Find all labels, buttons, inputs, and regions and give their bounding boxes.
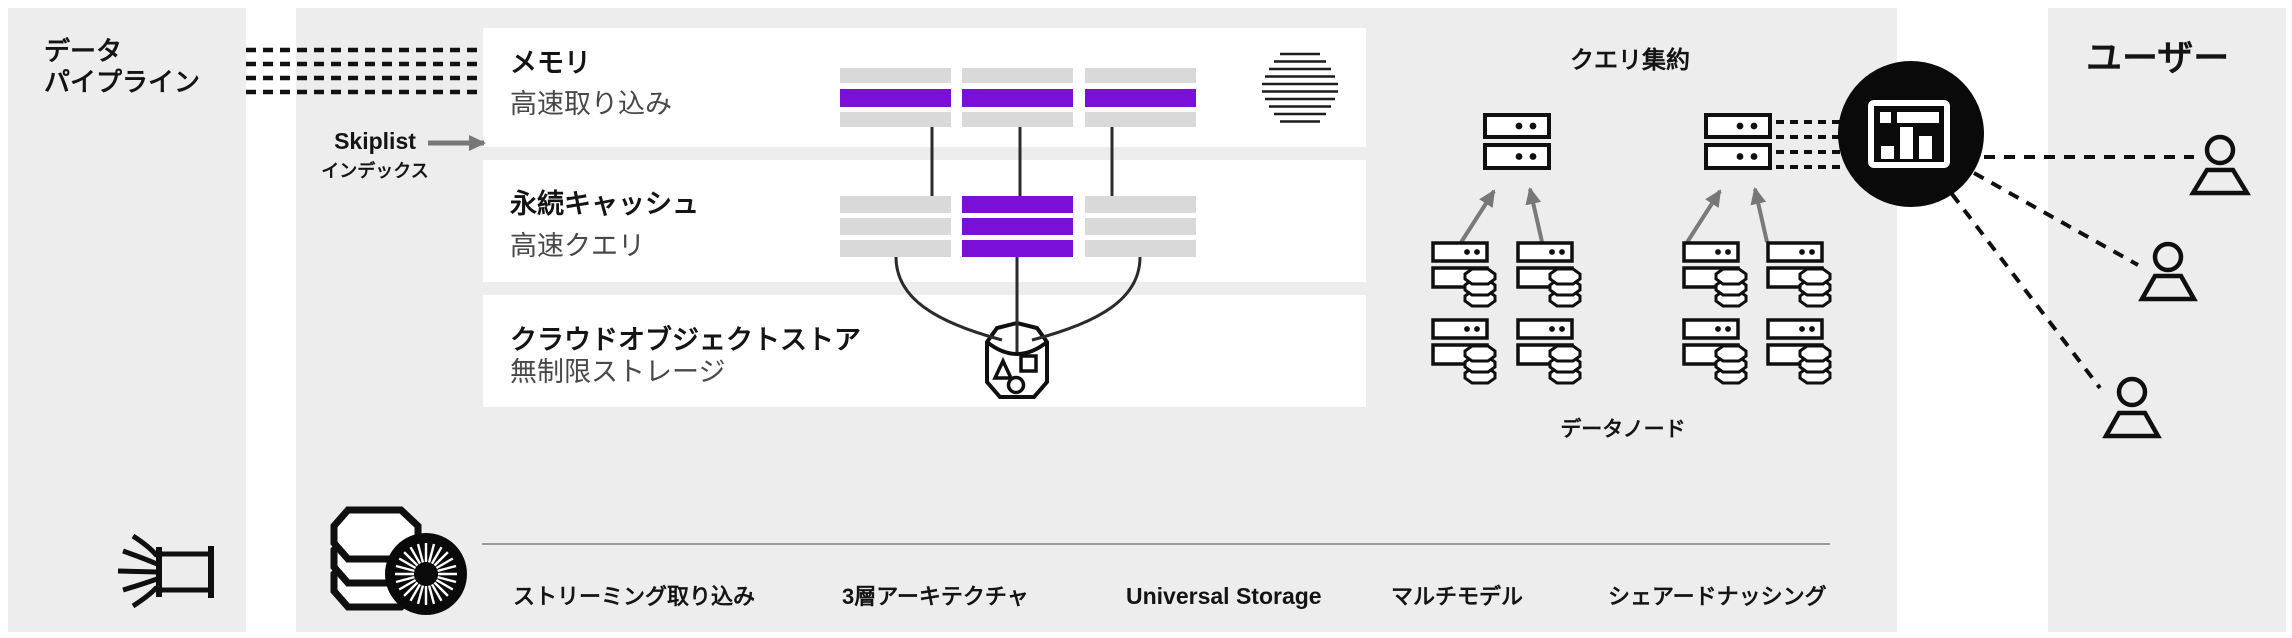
stream-fan-icon <box>117 533 214 609</box>
object-store-tier-card <box>483 295 1366 407</box>
cache-bar-groups <box>840 196 1196 257</box>
striped-hexagon-icon <box>1262 52 1338 123</box>
user-icon <box>2188 134 2252 196</box>
skiplist-label-line1: Skiplist <box>334 128 416 154</box>
data-node-grid <box>1431 241 1832 385</box>
feature-three-tier: 3層アーキテクチャ <box>842 584 1029 609</box>
user-icons <box>2102 134 2252 439</box>
dashboard-circle-icon <box>1838 61 1984 207</box>
memory-bar-groups <box>840 68 1196 127</box>
feature-universal-storage: Universal Storage <box>1126 583 1322 609</box>
database-turbine-logo <box>330 506 467 615</box>
feature-multi-model: マルチモデル <box>1391 584 1524 609</box>
memory-tier-title: メモリ <box>510 48 591 78</box>
funnel-curves <box>894 256 1142 352</box>
pipeline-dashed-lines <box>246 47 481 95</box>
pipeline-label-line1: データ <box>44 36 123 66</box>
query-aggregator-right <box>1704 113 1772 170</box>
user-icon <box>2138 241 2198 302</box>
skiplist-label-line2: インデックス <box>321 161 429 181</box>
users-panel <box>2048 8 2286 632</box>
user-icon <box>2102 376 2162 439</box>
data-nodes-label: データノード <box>1560 418 1686 441</box>
pipeline-label-line2: パイプライン <box>44 67 201 97</box>
feature-streaming-ingest: ストリーミング取り込み <box>513 584 756 609</box>
cache-tier-title: 永続キャッシュ <box>510 189 699 219</box>
tier-connector-lines <box>930 127 1114 196</box>
dashboard-user-links <box>1950 155 2194 390</box>
cache-tier-subtitle: 高速クエリ <box>510 231 645 261</box>
feature-shared-nothing: シェアードナッシング <box>1608 584 1827 609</box>
pipeline-panel <box>8 8 246 632</box>
memory-tier-subtitle: 高速取り込み <box>510 89 672 119</box>
query-aggregator-left <box>1483 113 1551 170</box>
object-store-tier-title: クラウドオブジェクトストア <box>510 325 861 355</box>
aggregator-dashboard-links <box>1776 120 1843 169</box>
aggregation-arrows <box>1458 187 1769 246</box>
memory-tier-card <box>483 28 1366 147</box>
object-store-bucket-icon <box>894 256 1142 399</box>
query-aggregation-label: クエリ集約 <box>1570 47 1690 74</box>
users-label: ユーザー <box>2086 37 2230 78</box>
skiplist-label: Skiplist インデックス <box>300 128 450 181</box>
object-store-tier-subtitle: 無制限ストレージ <box>510 357 726 387</box>
pipeline-label: データ パイプライン <box>44 36 200 98</box>
